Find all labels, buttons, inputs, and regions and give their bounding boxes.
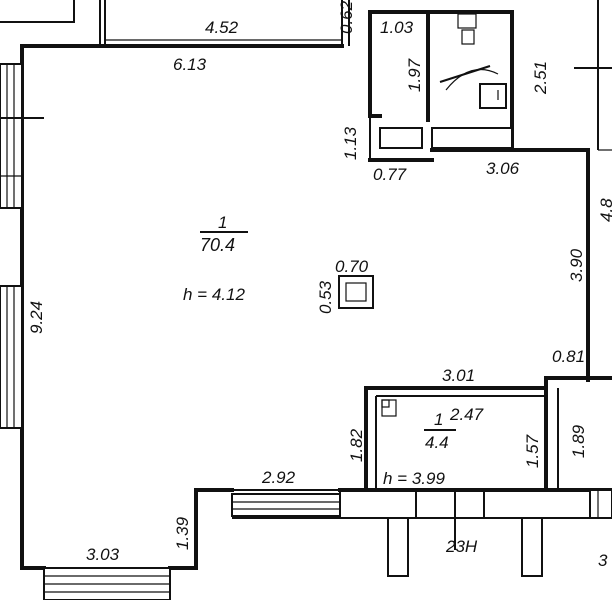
small-room [364,376,612,492]
dim-4-8: 4.8 [597,198,612,222]
top-left-partition [99,0,106,44]
top-left-wall-fragment [0,0,75,23]
dim-3-03: 3.03 [86,545,120,564]
dim-1-89: 1.89 [569,424,588,458]
dim-1-57: 1.57 [523,434,542,468]
dim-2-92: 2.92 [261,468,296,487]
room-small-number: 1 [434,410,443,429]
room-1-area: 70.4 [200,235,235,255]
dim-1-82: 1.82 [347,428,366,462]
bottom-window-left [43,567,171,600]
room-small-height: h = 3.99 [383,469,445,488]
column-height: 0.53 [316,280,335,314]
dim-0-77: 0.77 [373,165,407,184]
room-1-height: h = 4.12 [183,285,245,304]
dim-0-62: 0.62 [337,0,356,34]
bottom-window-middle [231,493,341,517]
dim-1-97: 1.97 [405,58,424,92]
dim-3-06: 3.06 [486,159,520,178]
dim-2-47: 2.47 [449,405,484,424]
dim-2-51: 2.51 [531,61,550,95]
bottom-window-right [589,489,612,519]
edge-dim-3: 3 [598,551,608,570]
dim-4-52: 4.52 [205,18,239,37]
bathroom-block [368,10,590,162]
entrance-posts [387,490,543,577]
entrance-label: 23H [445,537,478,556]
dim-1-39: 1.39 [173,516,192,550]
left-window-upper [0,63,44,209]
bottom-wall [20,488,612,570]
room-1-number: 1 [218,213,227,232]
left-window-lower [0,285,23,429]
dim-3-01: 3.01 [442,366,475,385]
dim-3-90: 3.90 [567,248,586,282]
dim-1-13: 1.13 [341,126,360,160]
column-width: 0.70 [335,257,369,276]
dim-9-24: 9.24 [27,301,46,334]
right-wall [574,0,612,382]
column [338,275,374,309]
main-hall-walls [20,0,350,570]
room-small-area: 4.4 [425,433,449,452]
dim-1-03: 1.03 [380,18,414,37]
dim-0-81: 0.81 [552,347,585,366]
dim-6-13: 6.13 [173,55,207,74]
